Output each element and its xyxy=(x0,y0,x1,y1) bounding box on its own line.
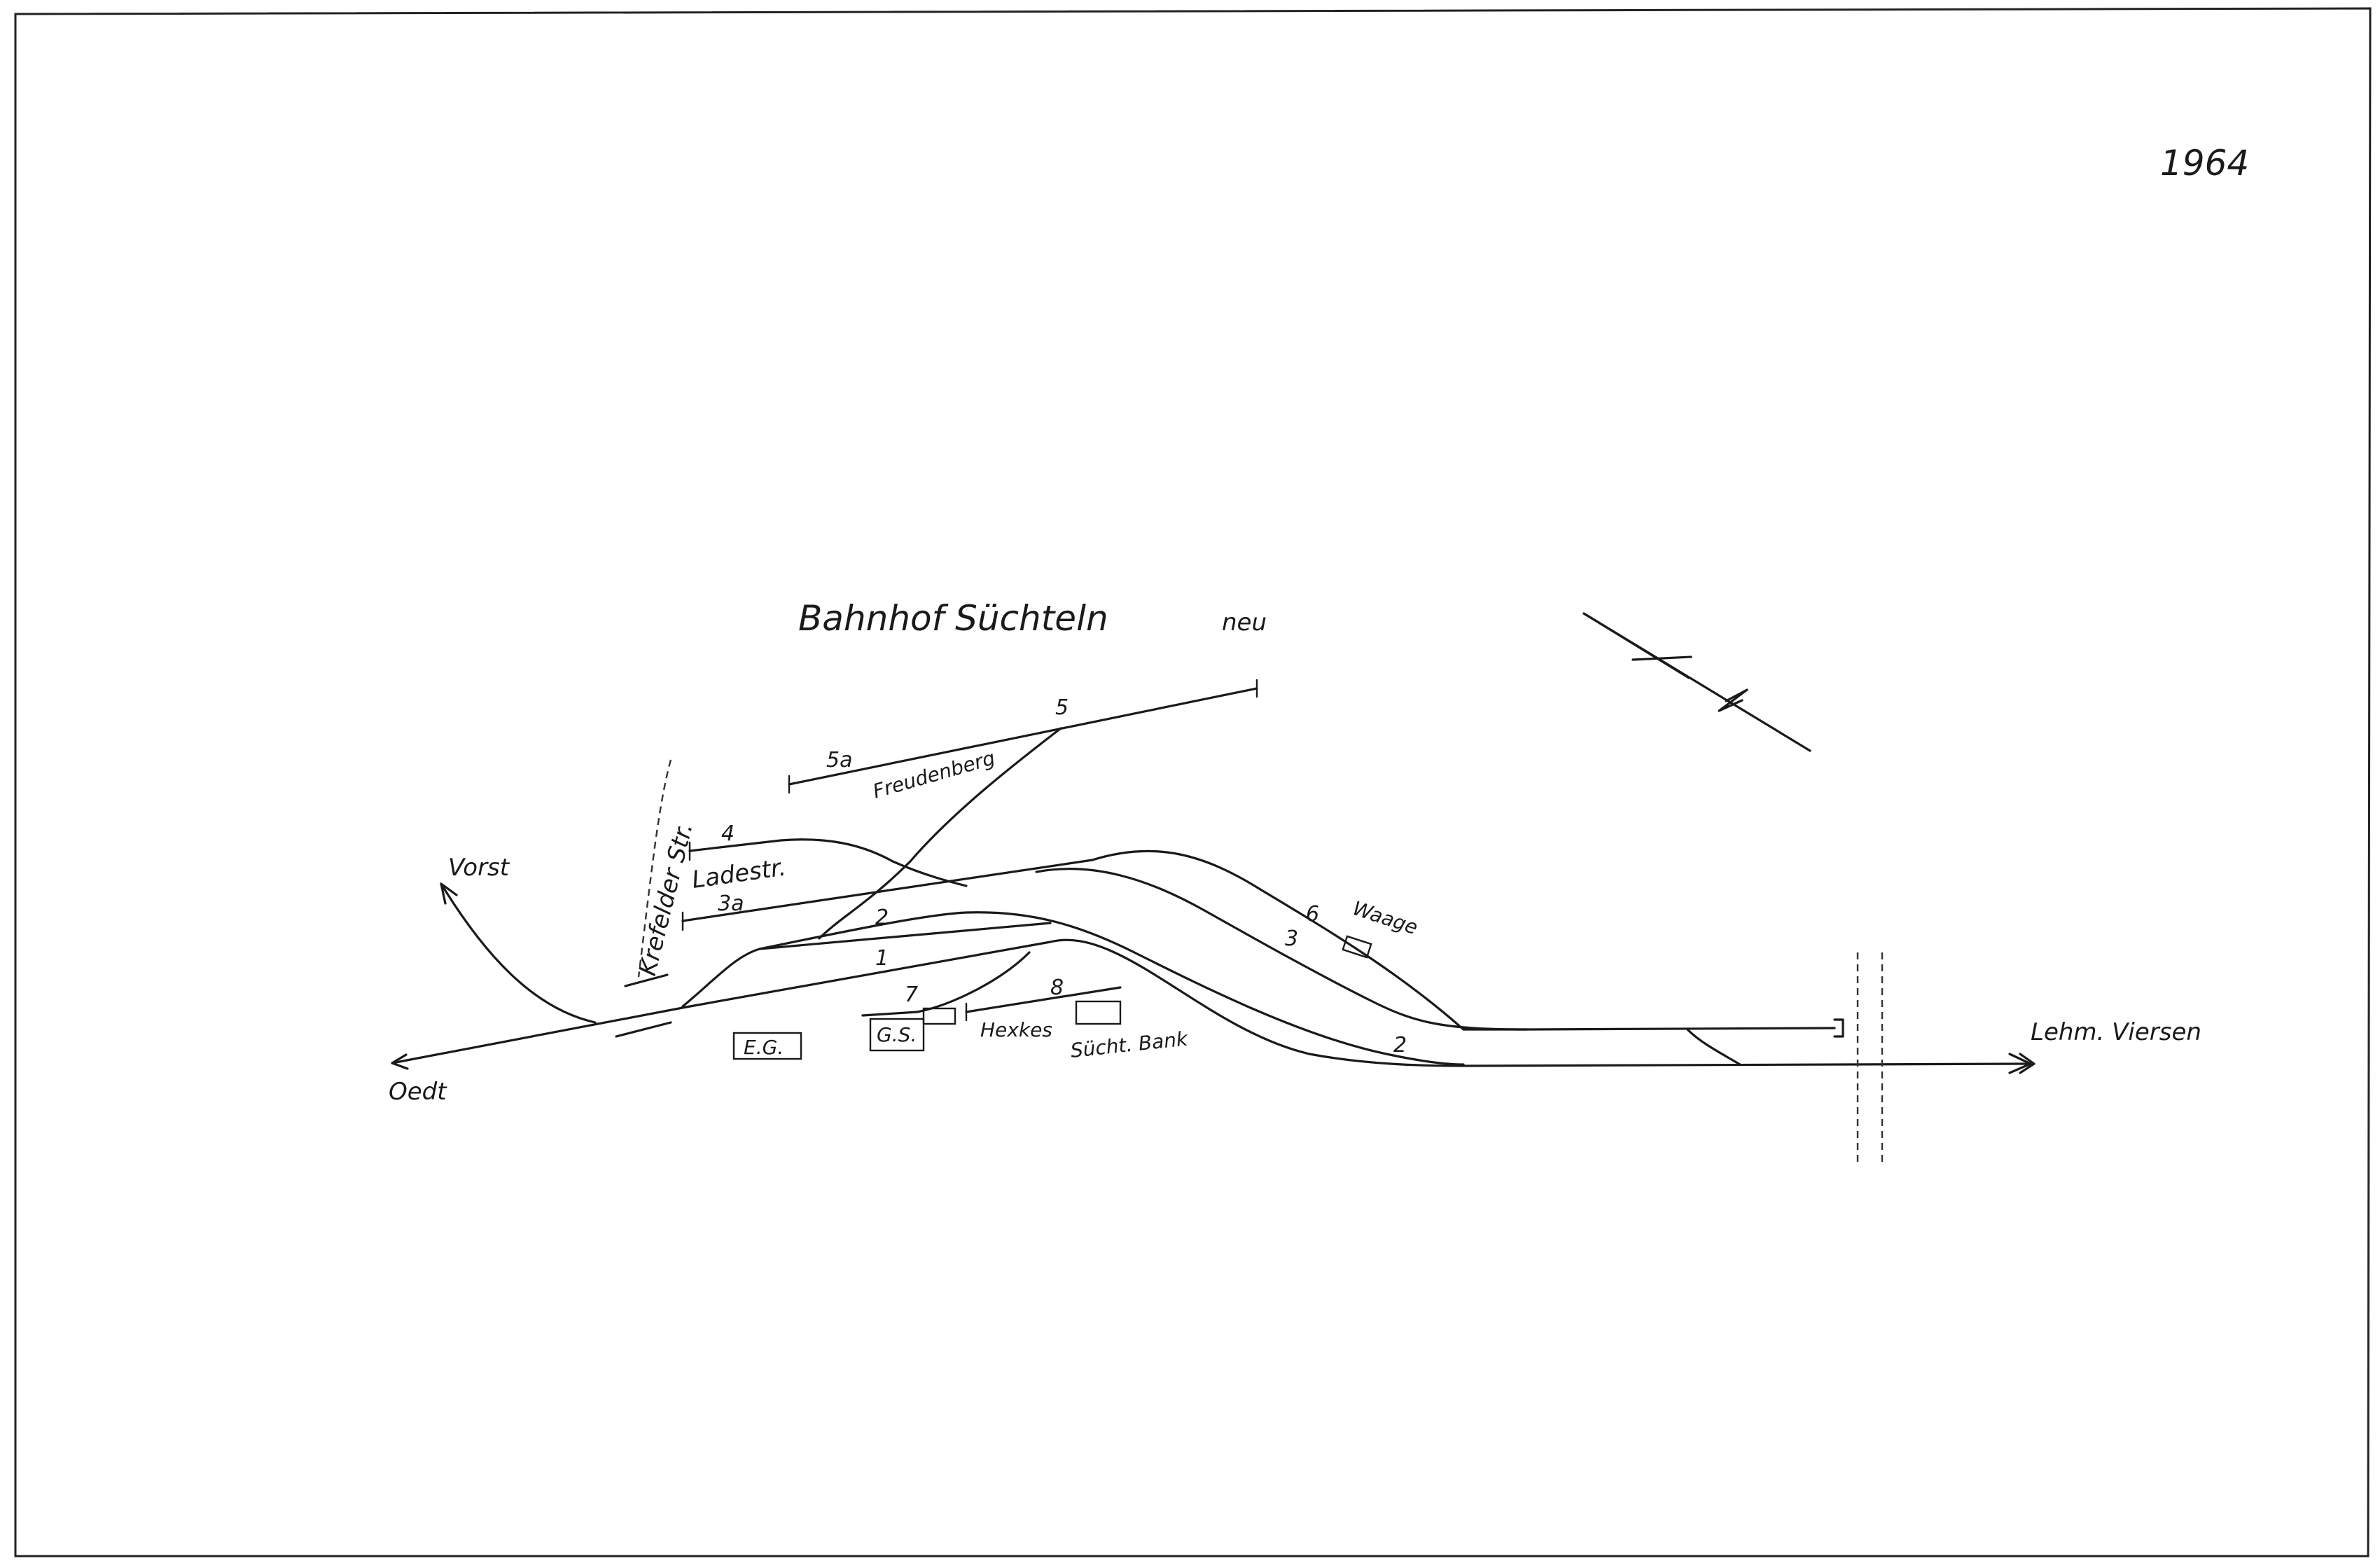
track-2-lower-label: 2 xyxy=(1393,1033,1407,1057)
bank-building xyxy=(1075,1000,1122,1025)
page-title: Bahnhof Süchteln xyxy=(798,598,1108,639)
eg-building xyxy=(732,1032,802,1060)
track-1-label: 1 xyxy=(875,946,889,971)
station-tracks xyxy=(681,679,1844,1066)
direction-oedt: Oedt xyxy=(389,1078,447,1106)
vorst-branch xyxy=(440,882,597,1024)
gs-building xyxy=(869,1018,925,1052)
track-4-label: 4 xyxy=(721,821,735,846)
year-label: 1964 xyxy=(2160,143,2249,183)
track-8-label: 8 xyxy=(1050,976,1064,1000)
direction-viersen: Lehm. Viersen xyxy=(2031,1018,2201,1046)
track-3-label: 3 xyxy=(1285,927,1298,951)
title-suffix: neu xyxy=(1222,609,1267,637)
main-line xyxy=(391,938,2035,1074)
track-7-label: 7 xyxy=(905,983,918,1007)
hexkes-label: Hexkes xyxy=(980,1018,1052,1041)
track-5a-label: 5a xyxy=(826,748,852,772)
north-arrow-icon xyxy=(1582,612,1811,752)
drawing-frame xyxy=(14,7,2372,1557)
gs-annex xyxy=(922,1007,956,1025)
waage-label: Waage xyxy=(1350,896,1421,939)
bank-label: Sücht. Bank xyxy=(1069,1027,1190,1062)
gs-label: G.S. xyxy=(877,1023,917,1046)
direction-vorst: Vorst xyxy=(448,854,510,882)
waage-symbol xyxy=(1342,935,1372,959)
eg-label: E.G. xyxy=(744,1036,784,1059)
track-2-upper-label: 2 xyxy=(875,906,889,930)
krefelder-str-road xyxy=(637,759,672,978)
platform-mark-lower xyxy=(615,1021,672,1038)
track-5-label: 5 xyxy=(1055,695,1069,720)
track-3a-label: 3a xyxy=(718,891,744,916)
track-6-label: 6 xyxy=(1306,902,1319,927)
ladestr-label: Ladestr. xyxy=(690,854,788,894)
platform-mark-upper xyxy=(624,973,669,987)
